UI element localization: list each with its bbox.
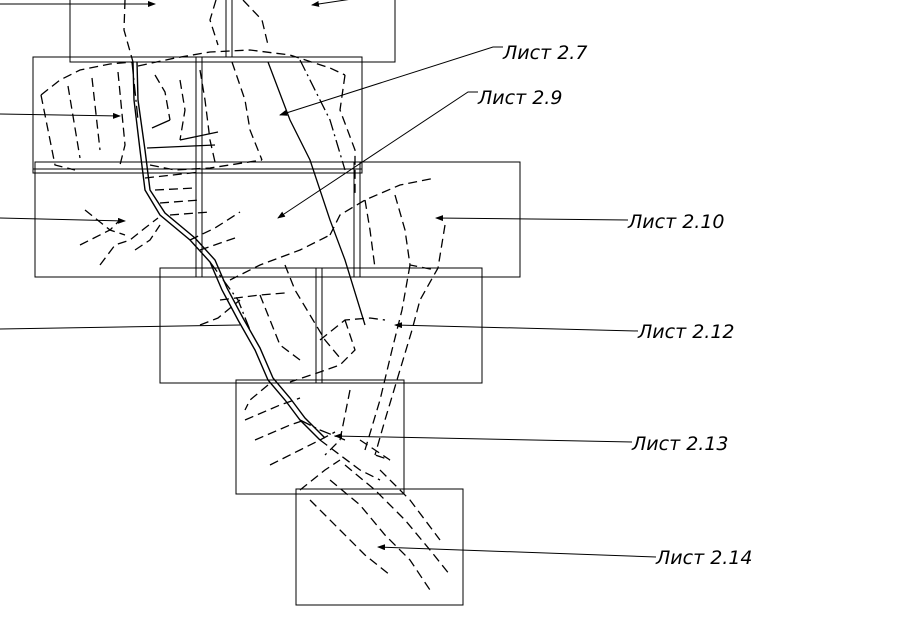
leader-2-10 [435,215,629,222]
network-lines [40,0,451,591]
leader-2-9 [277,91,478,219]
leader-top-right [311,0,349,7]
label-sheet-2-10: Лист 2.10 [627,211,725,233]
leader-left-3 [0,324,241,330]
solid-streets [146,61,366,326]
label-sheet-2-13: Лист 2.13 [631,433,729,455]
sheet-frame-2-14 [295,488,464,606]
leader-left-2 [0,217,126,224]
leader-lines [0,0,657,558]
label-sheet-2-7: Лист 2.7 [502,42,587,64]
sheet-frame-2-12 [159,267,483,384]
sheet-frames [32,0,521,606]
label-sheet-2-14: Лист 2.14 [655,547,753,569]
leader-2-7 [279,46,503,116]
leader-2-12 [394,322,639,332]
leader-2-14 [377,544,657,558]
sheet-labels: Лист 2.7 Лист 2.9 Лист 2.10 Лист 2.12 Ли… [477,42,753,569]
main-road [132,61,326,441]
sheet-frame-2-9 [34,161,521,278]
label-sheet-2-12: Лист 2.12 [637,321,735,343]
leader-left-1 [0,112,121,119]
label-sheet-2-9: Лист 2.9 [477,87,562,109]
dashdot-lines [131,59,346,441]
leader-2-13 [334,433,633,443]
